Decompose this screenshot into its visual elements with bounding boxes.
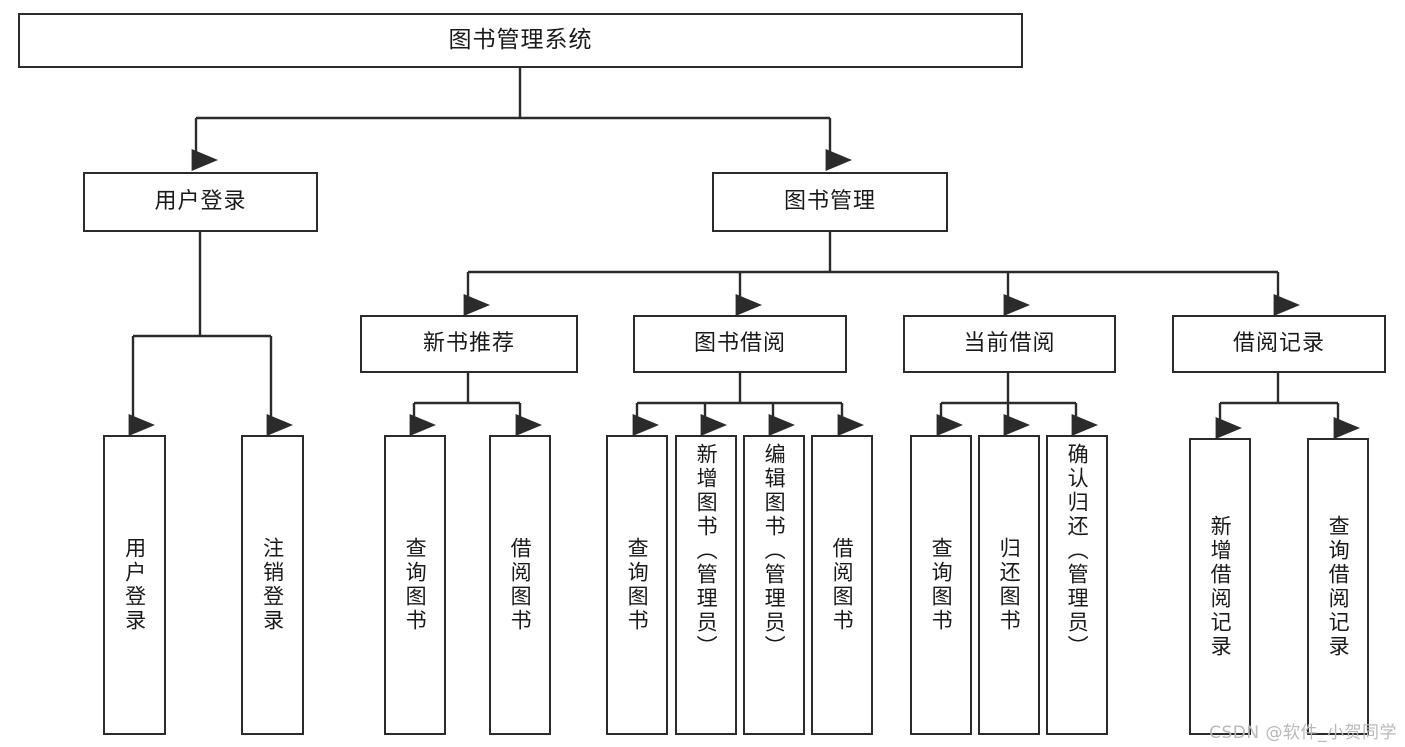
connector-borrowrecord-to-leaves: [1215, 373, 1360, 439]
connector-newbook-to-leaves: [409, 373, 542, 436]
node-borrow-record[interactable]: 借阅记录: [1172, 315, 1386, 373]
connector-userlogin-to-leaves: [128, 232, 293, 436]
connector-bookborrow-to-leaves: [632, 373, 864, 436]
leaf-edit-book[interactable]: 编辑图书（管理员）: [743, 435, 805, 735]
connector-bookmanage-to-level3: [463, 232, 1300, 316]
leaf-confirm-return[interactable]: 确认归还（管理员）: [1046, 435, 1108, 735]
connector-root-to-level2: [191, 68, 852, 172]
leaf-add-book[interactable]: 新增图书（管理员）: [675, 435, 737, 735]
csdn-watermark: CSDN @软件_小贺同学: [1209, 723, 1397, 743]
leaf-borrow-book-1[interactable]: 借阅图书: [489, 435, 551, 735]
leaf-user-login[interactable]: 用户登录: [103, 435, 166, 735]
node-current-borrow[interactable]: 当前借阅: [903, 315, 1116, 373]
leaf-logout-login[interactable]: 注销登录: [241, 435, 304, 735]
leaf-return-book[interactable]: 归还图书: [978, 435, 1040, 735]
node-root[interactable]: 图书管理系统: [18, 13, 1023, 68]
leaf-query-book-3[interactable]: 查询图书: [910, 435, 972, 735]
leaf-add-record[interactable]: 新增借阅记录: [1189, 438, 1251, 735]
node-user-login[interactable]: 用户登录: [83, 172, 318, 232]
node-new-book-rec[interactable]: 新书推荐: [360, 315, 578, 373]
leaf-query-book-2[interactable]: 查询图书: [606, 435, 668, 735]
node-book-manage[interactable]: 图书管理: [712, 172, 948, 232]
leaf-query-book-1[interactable]: 查询图书: [384, 435, 446, 735]
leaf-borrow-book-2[interactable]: 借阅图书: [811, 435, 873, 735]
connector-currentborrow-to-leaves: [936, 373, 1098, 436]
leaf-query-record[interactable]: 查询借阅记录: [1307, 438, 1369, 735]
node-book-borrow[interactable]: 图书借阅: [633, 315, 847, 373]
